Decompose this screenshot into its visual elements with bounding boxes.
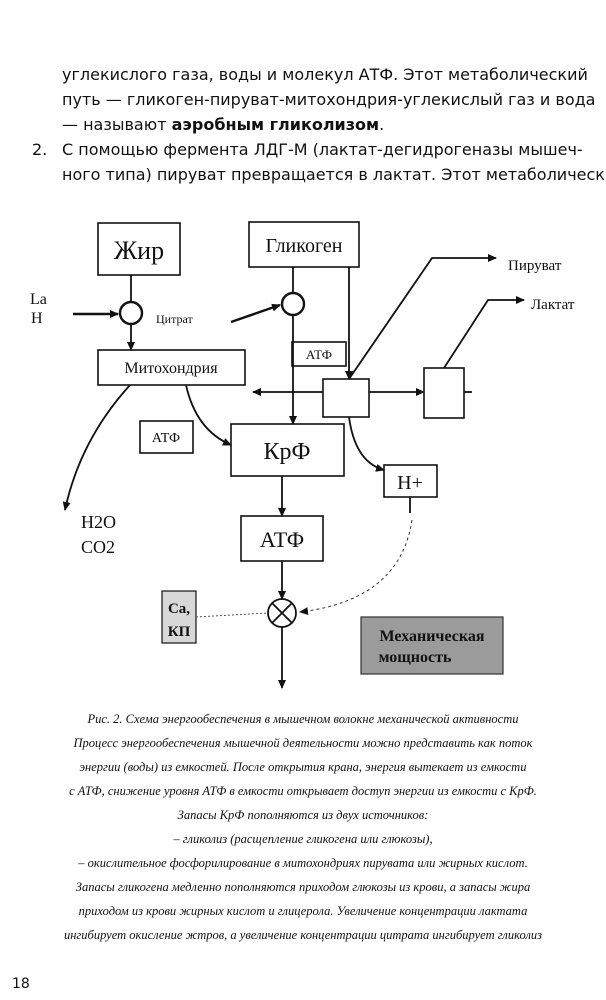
body-paragraph: углекислого газа, воды и молекул АТФ. Эт… [0, 0, 606, 200]
atp-tap-valve-icon [267, 598, 297, 628]
connector-lines [62, 254, 525, 689]
ca-kp-box [161, 590, 197, 644]
caption-line: – окислительное фосфорилирование в митох… [78, 856, 528, 870]
la-label: La [30, 291, 47, 308]
atp-small-label-1: АТФ [306, 347, 332, 362]
lactate-label: Лактат [531, 297, 575, 313]
fat-label: Жир [114, 236, 164, 265]
mechanical-label-2: мощность [379, 649, 452, 666]
atp-small-box-2 [139, 420, 194, 454]
caption-line: Запасы гликогена медленно пополняются пр… [75, 880, 531, 894]
caption-line: Рис. 2. Схема энергообеспечения в мышечн… [87, 712, 519, 726]
caption-line: Запасы КрФ пополняются из двух источнико… [177, 808, 429, 822]
krf-box [230, 423, 345, 477]
h-plus-label: H+ [397, 472, 423, 494]
text-line: С помощью фермента ЛДГ-М (лактат-дегидро… [62, 140, 583, 159]
mechanical-label-1: Механическая [380, 628, 485, 645]
caption-line: с АТФ, снижение уровня АТФ в емкости отк… [69, 784, 537, 798]
term-aerobic-glycolysis: аэробным гликолизом [171, 115, 380, 134]
text-line: путь — гликоген-пируват-митохондрия-угле… [62, 90, 596, 109]
ca-label: Ca, [168, 601, 190, 617]
energy-supply-diagram: Жир Гликоген Митохондрия АТФ АТФ КрФ H+ … [30, 221, 575, 689]
mitochondria-box [97, 349, 246, 386]
co2-label: CO2 [81, 537, 115, 557]
caption-line: энергии (воды) из емкостей. После открыт… [79, 760, 527, 774]
caption-line: Процесс энергообеспечения мышечной деяте… [73, 736, 533, 750]
text-line: углекислого газа, воды и молекул АТФ. Эт… [62, 65, 588, 84]
junction-box-1 [322, 378, 370, 418]
krf-label: КрФ [264, 439, 311, 465]
citrate-label: Цитрат [156, 312, 193, 326]
atp-small-label-2: АТФ [152, 431, 180, 446]
figure-caption: Рис. 2. Схема энергообеспечения в мышечн… [0, 712, 606, 942]
fat-valve-icon [118, 300, 144, 326]
atp-big-label: АТФ [260, 527, 304, 552]
text-fragment: . [379, 115, 385, 134]
mechanical-power-box [360, 616, 504, 675]
text-fragment: — называют [62, 115, 172, 134]
atp-big-box [240, 515, 324, 562]
junction-box-2 [423, 367, 465, 419]
text-line: — называют аэробным гликолизом. [62, 113, 384, 137]
text-line: ного типа) пируват превращается в лактат… [62, 165, 606, 184]
caption-line: – гликолиз (расщепление гликогена или гл… [173, 832, 433, 846]
glycogen-box [248, 221, 360, 268]
page-number: 18 [12, 976, 30, 992]
caption-line: приходом из крови жирных кислот и глицер… [78, 904, 528, 918]
atp-small-box-1 [291, 341, 347, 367]
h-label: H [31, 310, 43, 327]
kp-label: КП [168, 624, 191, 640]
caption-line: ингибирует окисление жтров, а увеличение… [63, 928, 543, 942]
pyruvate-label: Пируват [508, 258, 562, 274]
glycogen-valve-icon [280, 291, 306, 317]
glycogen-label: Гликоген [266, 235, 343, 257]
list-item-number: 2. [32, 140, 48, 159]
mitochondria-label: Митохондрия [124, 360, 218, 377]
fat-box [97, 222, 181, 276]
h2o-label: H2O [81, 512, 116, 532]
